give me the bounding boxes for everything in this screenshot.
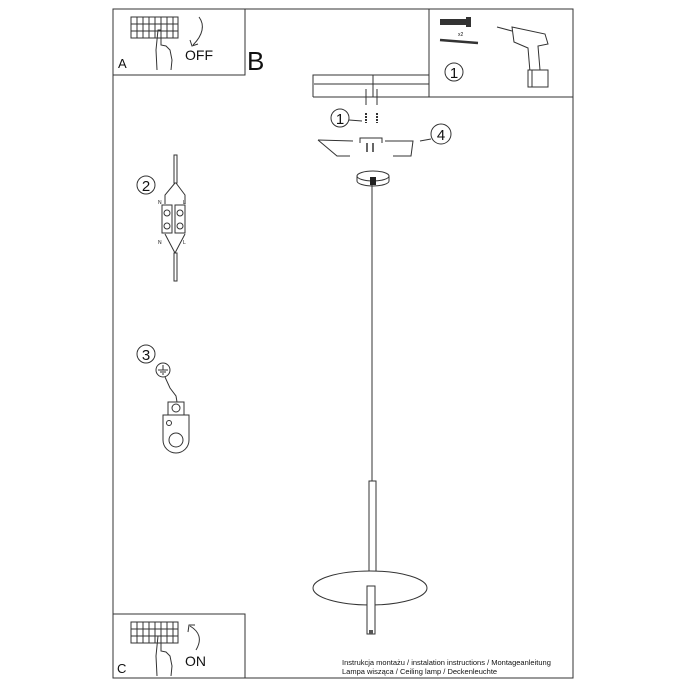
lamp-bulb-holder	[366, 585, 376, 635]
power-on-label: ON	[185, 653, 206, 669]
ceiling-section	[312, 74, 435, 105]
ground-wire	[164, 376, 178, 403]
panel-b-letter: B	[247, 46, 264, 76]
breaker-box-icon	[130, 621, 179, 644]
neutral-label-bottom: N	[158, 240, 162, 246]
tools-panel: x2 1	[428, 8, 574, 98]
neutral-label-top: N	[158, 200, 162, 206]
lamp-tube	[368, 480, 377, 577]
mount-step-number: 1	[336, 111, 344, 128]
drill-icon	[496, 26, 549, 88]
ground-symbol-icon	[155, 362, 171, 378]
tools-step-number: 1	[450, 65, 458, 82]
ground-step-number: 3	[142, 347, 150, 364]
bracket-step-number: 4	[437, 127, 445, 144]
wiring-diagram: N L N L	[158, 154, 186, 282]
power-off-label: OFF	[185, 47, 213, 63]
screws-icon	[365, 113, 378, 123]
breaker-box-icon	[130, 16, 179, 39]
footer-instructions-title: Instrukcja montażu / instalation instruc…	[342, 658, 551, 667]
page-frame	[112, 8, 574, 679]
panel-a-letter: A	[118, 56, 127, 71]
ground-terminal-icon	[162, 401, 190, 454]
arrow-down-icon	[189, 16, 203, 47]
step-2-circle	[136, 175, 156, 195]
step-3-circle	[136, 344, 156, 364]
hand-icon	[155, 635, 173, 677]
screw-icon	[439, 38, 479, 45]
step-1-circle	[444, 62, 464, 82]
wiring-step-number: 2	[142, 178, 150, 195]
ceiling-canopy	[356, 170, 390, 187]
footer-product-name: Lampa wisząca / Ceiling lamp / Deckenleu…	[342, 667, 497, 676]
wall-plug-icon	[440, 17, 471, 27]
panel-a-power-off: A OFF	[112, 8, 246, 76]
mounting-bracket-icon	[317, 137, 432, 157]
live-label-bottom: L	[183, 240, 186, 246]
step-4-circle	[430, 123, 452, 145]
hand-icon	[155, 29, 173, 71]
step-1-circle	[330, 108, 350, 128]
live-label-top: L	[183, 200, 186, 206]
panel-c-letter: C	[117, 661, 126, 676]
arrow-up-icon	[187, 624, 200, 651]
panel-c-power-on: C ON	[112, 613, 246, 679]
quantity-label: x2	[458, 32, 464, 38]
